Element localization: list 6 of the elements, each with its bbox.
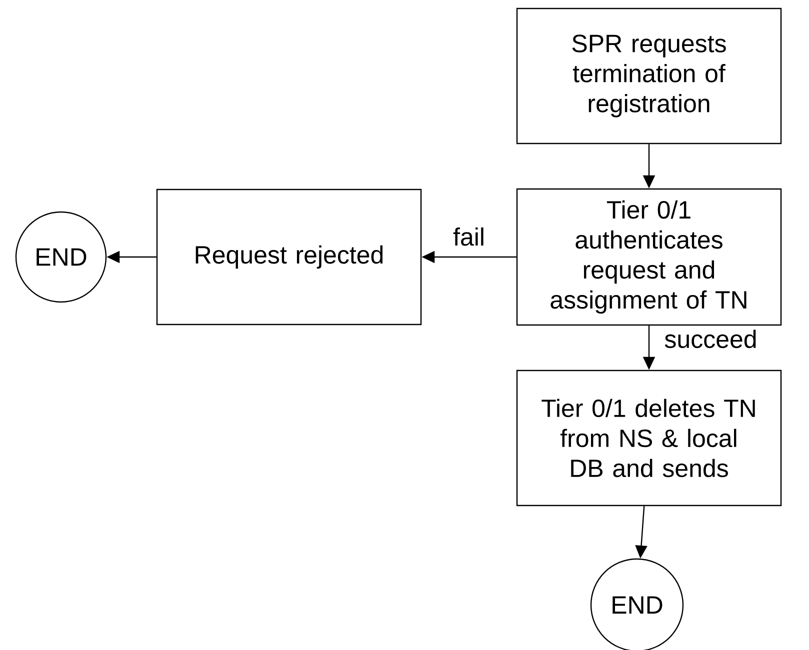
- edge-label: succeed: [663, 328, 758, 350]
- process-box: Request rejected: [156, 188, 422, 326]
- process-box: SPR requests termination of registration: [516, 8, 782, 144]
- edge-label: fail: [452, 226, 486, 247]
- process-box: Tier 0/1 authenticates request and assignment of TN: [516, 188, 782, 326]
- process-box: Tier 0/1 deletes TN from NS & local DB and sends: [516, 370, 782, 506]
